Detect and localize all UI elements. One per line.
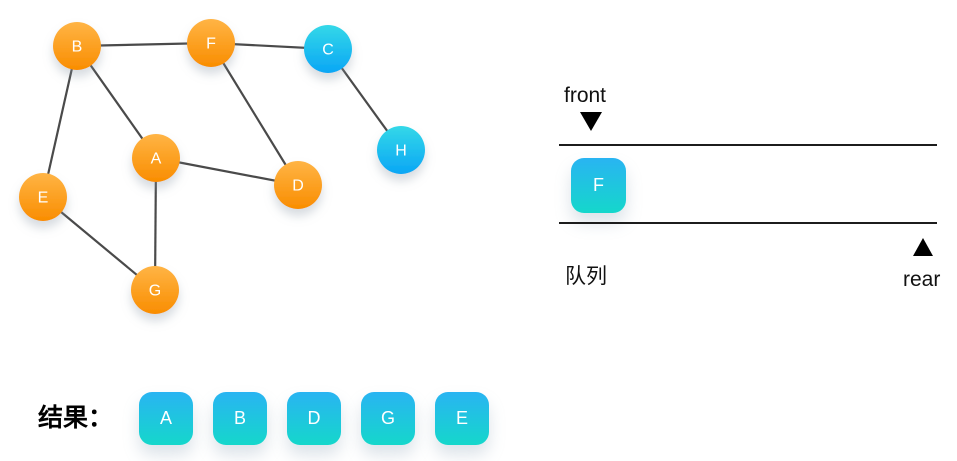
- queue-front-label: front: [564, 84, 607, 107]
- graph-node-label-B: B: [72, 39, 83, 56]
- graph-node-label-C: C: [322, 42, 334, 59]
- front-pointer-icon: [580, 112, 602, 131]
- graph-edge-A-D: [155, 156, 299, 187]
- queue-items: F: [571, 158, 626, 213]
- result-item-B: B: [213, 392, 268, 445]
- graph-node-A: [132, 134, 180, 182]
- graph-edge-F-D: [210, 42, 299, 186]
- rear-pointer-icon: [913, 238, 933, 256]
- result-label: 结果：: [38, 404, 114, 432]
- graph-node-H: [377, 126, 425, 174]
- result-item-E: E: [435, 392, 490, 445]
- graph-node-label-D: D: [292, 178, 304, 195]
- graph-edge-B-E: [41, 45, 79, 198]
- result-item-D: D: [287, 392, 342, 445]
- queue-top-line: [559, 144, 937, 146]
- graph-node-C: [304, 25, 352, 73]
- graph-node-label-A: A: [151, 151, 162, 168]
- result-item-A: A: [139, 392, 194, 445]
- graph-node-F: [187, 19, 235, 67]
- graph-node-D: [274, 161, 322, 209]
- result-item-G: G: [361, 392, 416, 445]
- graph-node-B: [53, 22, 101, 70]
- graph-node-label-H: H: [395, 143, 407, 160]
- queue-title: 队列: [565, 265, 607, 288]
- graph-svg: B F C H A D E G: [19, 19, 425, 314]
- queue-bottom-line: [559, 222, 937, 224]
- queue-item-F: F: [571, 158, 626, 213]
- graph-node-label-E: E: [38, 190, 49, 207]
- graph-edge-E-G: [42, 196, 156, 291]
- graph-node-G: [131, 266, 179, 314]
- graph-node-label-G: G: [149, 283, 161, 300]
- queue-rear-label: rear: [903, 268, 941, 291]
- graph-node-E: [19, 173, 67, 221]
- graph-node-label-F: F: [206, 36, 216, 53]
